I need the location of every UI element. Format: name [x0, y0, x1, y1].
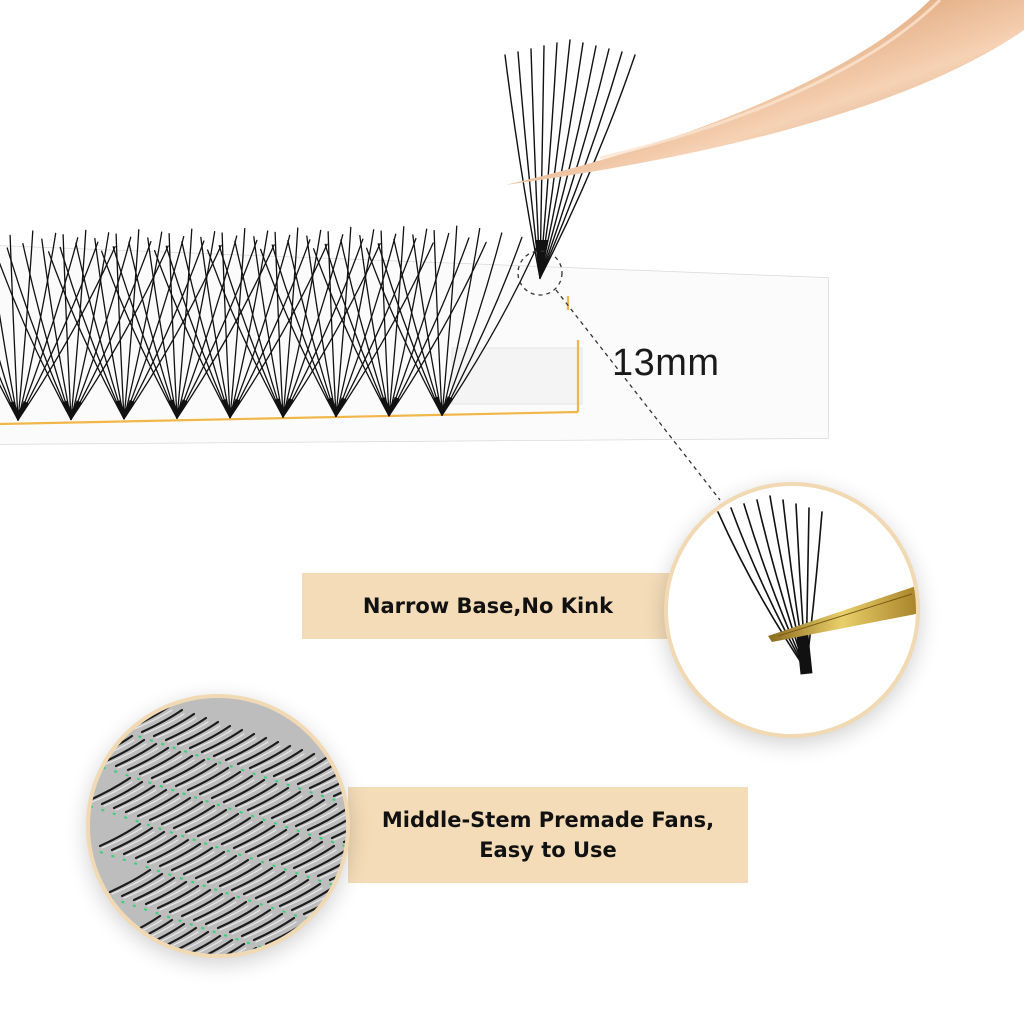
lash-fan — [153, 227, 328, 419]
lash-rows — [90, 698, 346, 954]
lash-tray-strip — [0, 245, 829, 445]
lash-fan — [312, 226, 487, 417]
length-label: 13mm — [612, 342, 720, 384]
lash-fan — [0, 230, 116, 421]
lash-fan — [100, 228, 275, 419]
callout-line-2: Easy to Use — [479, 838, 617, 862]
callout-middle-stem: Middle-Stem Premade Fans, Easy to Use — [348, 787, 748, 883]
lash-fan — [206, 227, 381, 418]
lash-fan — [259, 226, 434, 418]
highlight-connector — [517, 250, 721, 501]
lash-fan-row — [0, 225, 540, 421]
lash-fan — [365, 225, 540, 416]
callout-text: Narrow Base,No Kink — [362, 594, 614, 618]
single-lash-fan — [504, 39, 636, 280]
rose-gold-tweezer — [505, 0, 1024, 185]
gold-tweezer-icon — [768, 586, 916, 642]
lash-rows-closeup — [90, 698, 346, 954]
lash-fan — [47, 229, 222, 420]
lash-fan — [0, 229, 169, 421]
closeup-lash-fan — [717, 495, 823, 675]
measurement-guide — [0, 296, 580, 426]
callout-narrow-base: Narrow Base,No Kink — [302, 573, 674, 639]
callout-line-1: Middle-Stem Premade Fans, — [381, 808, 715, 832]
zoom-circle-fan-closeup — [664, 482, 920, 738]
fan-closeup-illustration — [717, 495, 916, 675]
zoom-circle-lash-tray — [86, 694, 350, 958]
